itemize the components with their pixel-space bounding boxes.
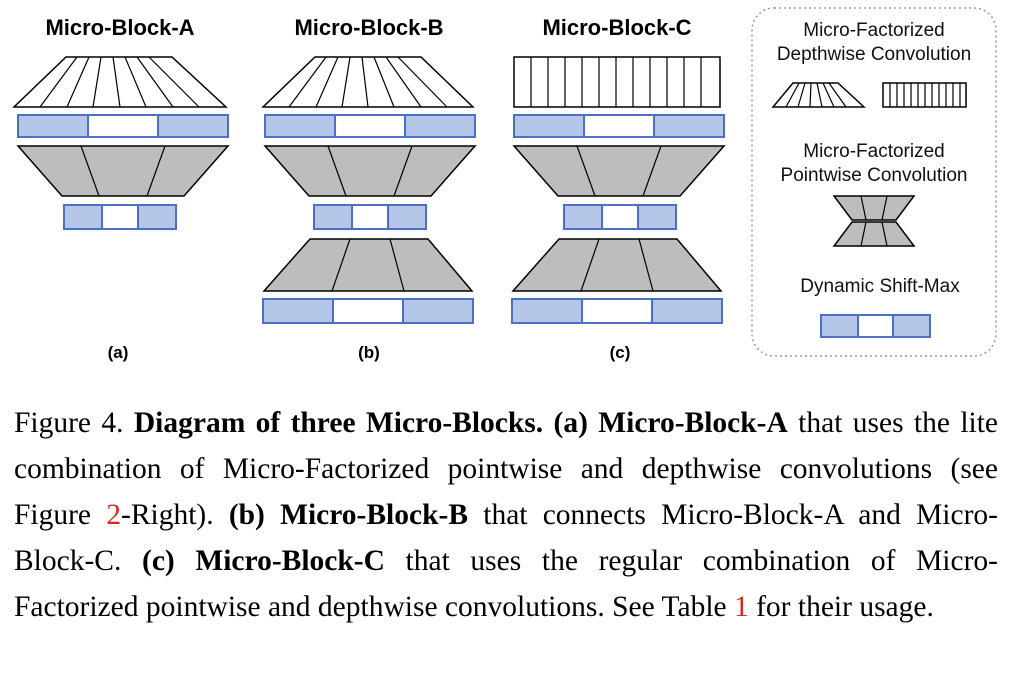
micro-block-b: Micro-Block-B (b) [261, 15, 477, 362]
caption-prefix: Figure 4. [14, 407, 134, 439]
table-reference-link[interactable]: 1 [733, 591, 749, 623]
legend-shiftmax-icon [820, 314, 931, 338]
legend-depthwise-line1: Micro-Factorized [803, 20, 944, 41]
depthwise-conv-b [261, 56, 475, 108]
shift-max-a1 [17, 114, 229, 138]
legend-depthwise-rect-icon [882, 82, 967, 108]
depthwise-conv-a [12, 56, 228, 108]
caption-a-tag: (a) Micro-Block-A [553, 407, 788, 439]
column-title-a: Micro-Block-A [45, 15, 194, 40]
column-title-c: Micro-Block-C [542, 15, 691, 40]
legend-depthwise-line2: Depthwise Convolution [777, 44, 971, 65]
shift-max-b2 [313, 204, 427, 230]
legend-depthwise-trapezoid-icon [771, 82, 866, 108]
micro-block-a: Micro-Block-A (a) [12, 15, 230, 362]
caption-title: Diagram of three Micro-Blocks. [133, 407, 544, 439]
micro-block-c: Micro-Block-C (c) [511, 15, 726, 362]
pointwise-conv-a [16, 145, 230, 197]
caption-a-text: that uses the lite combination of Micro-… [14, 407, 999, 531]
shift-max-c3 [511, 298, 723, 324]
shift-max-c1 [513, 114, 725, 138]
micro-blocks-diagram: Micro-Block-A (a) Micro-Block-B [12, 7, 997, 362]
caption-a-text2: -Right). [121, 499, 229, 531]
depthwise-conv-c [513, 56, 721, 108]
legend: Micro-Factorized Depthwise Convolution M… [751, 7, 997, 357]
legend-shiftmax-label: Dynamic Shift-Max [800, 276, 960, 297]
pointwise-conv-c-up [511, 238, 723, 292]
sublabel-c: (c) [610, 343, 631, 362]
shift-max-c2 [563, 204, 677, 230]
figure-reference-link[interactable]: 2 [106, 499, 121, 531]
sublabel-b: (b) [358, 343, 380, 362]
legend-pointwise-line2: Pointwise Convolution [781, 165, 968, 186]
pointwise-conv-c-down [512, 145, 726, 197]
legend-pointwise-hourglass-icon [832, 195, 916, 247]
caption-b-tag: (b) Micro-Block-B [228, 499, 469, 531]
sublabel-a: (a) [108, 343, 129, 362]
caption-b-text: that connects Micro-Block-A and Micro-Bl… [14, 499, 998, 577]
shift-max-b3 [262, 298, 474, 324]
caption-c-text: that uses the regular combination of Mic… [14, 545, 998, 623]
pointwise-conv-b-up [262, 238, 474, 292]
caption-c-text2: for their usage. [748, 591, 934, 623]
pointwise-conv-b-down [263, 145, 477, 197]
figure-caption: Figure 4. Diagram of three Micro-Blocks.… [14, 400, 998, 630]
legend-frame [751, 7, 997, 357]
shift-max-b1 [264, 114, 476, 138]
shift-max-a2 [63, 204, 177, 230]
caption-c-tag: (c) Micro-Block-C [142, 545, 385, 577]
legend-pointwise-line1: Micro-Factorized [803, 141, 944, 162]
column-title-b: Micro-Block-B [294, 15, 443, 40]
